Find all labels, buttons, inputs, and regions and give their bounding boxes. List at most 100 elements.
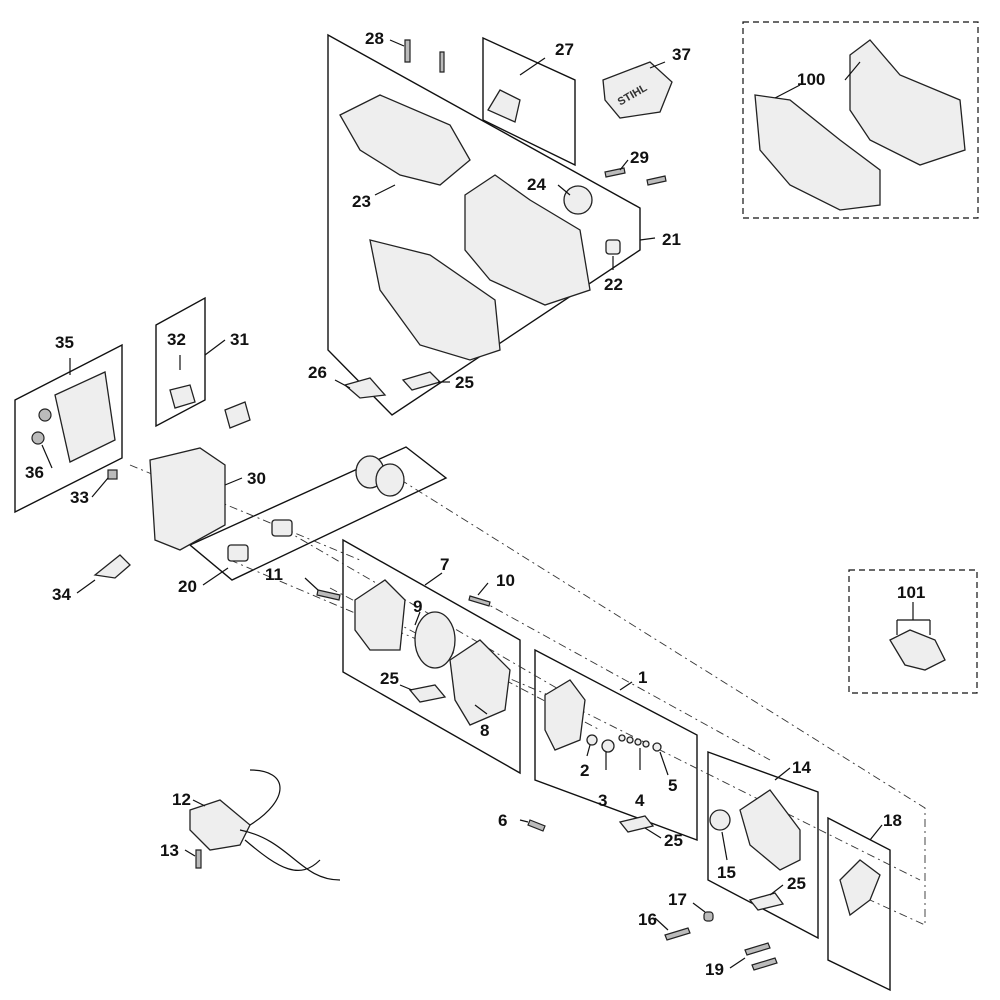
part-ring-5	[652, 742, 662, 752]
callout-37: 37	[672, 45, 691, 64]
leader-lines	[41, 39, 931, 969]
assembly-panels	[14, 21, 979, 992]
part-housing-shell-23	[339, 94, 471, 186]
part-nut-33	[107, 469, 118, 480]
part-screw-28b	[439, 51, 445, 73]
panel-clamp-18	[827, 816, 891, 992]
part-foam-25b	[408, 684, 447, 703]
part-damper-20a	[227, 544, 249, 562]
callout-25: 25	[380, 669, 399, 688]
callout-30: 30	[247, 469, 266, 488]
part-gearhead-14	[739, 789, 801, 871]
callout-25: 25	[664, 831, 683, 850]
part-contact-34	[93, 554, 131, 579]
callout-10: 10	[496, 571, 515, 590]
callout-31: 31	[230, 330, 249, 349]
part-housing-shell-left	[369, 239, 501, 361]
callout-19: 19	[705, 960, 724, 979]
part-screw-16	[664, 927, 691, 941]
part-screw-29b	[646, 175, 667, 186]
callout-6: 6	[498, 811, 507, 830]
part-rubber-22	[605, 239, 621, 255]
callout-29: 29	[630, 148, 649, 167]
panel-dampers-20	[188, 446, 448, 581]
part-foam-25d	[748, 892, 785, 911]
callout-33: 33	[70, 488, 89, 507]
part-washer-17	[703, 911, 714, 922]
part-screw-29a	[604, 167, 626, 178]
part-clip-31b	[224, 401, 251, 429]
part-foam-25c	[618, 815, 655, 833]
part-wiring-harness	[239, 769, 341, 881]
panel-gearhead-14	[707, 751, 819, 940]
callout-14: 14	[792, 758, 811, 777]
part-battery-housing-30	[149, 447, 226, 551]
callout-24: 24	[527, 175, 546, 194]
part-damper-20b	[271, 519, 293, 537]
callout-7: 7	[440, 555, 449, 574]
callout-25: 25	[455, 373, 474, 392]
callout-32: 32	[167, 330, 186, 349]
part-seal-ring-b	[375, 463, 405, 497]
part-grille-35	[54, 371, 116, 463]
callout-17: 17	[668, 890, 687, 909]
part-screw-28a	[404, 39, 411, 63]
panel-motor-1	[534, 648, 698, 842]
part-ring-3	[601, 739, 615, 753]
part-fan-housing-7	[354, 579, 406, 651]
callout-2: 2	[580, 761, 589, 780]
callout-1: 1	[638, 668, 647, 687]
part-screw-13	[195, 849, 202, 869]
panel-housing-21	[327, 33, 641, 416]
part-screw-6	[527, 819, 546, 832]
part-circlip-15	[709, 809, 731, 831]
callout-15: 15	[717, 863, 736, 882]
part-clamp-18	[839, 859, 881, 917]
callout-11: 11	[265, 565, 283, 584]
callout-5: 5	[668, 776, 677, 795]
part-gasket-24	[563, 185, 593, 215]
callout-101: 101	[897, 583, 925, 602]
callout-35: 35	[55, 333, 74, 352]
part-clamp-101	[889, 629, 946, 671]
callout-8: 8	[480, 721, 489, 740]
part-cover-27	[487, 89, 521, 123]
parts: STIHL	[31, 39, 966, 971]
part-screw-11	[316, 589, 341, 601]
callout-4: 4	[635, 791, 645, 810]
part-fan-9	[414, 611, 456, 669]
part-screw-10	[468, 595, 491, 607]
part-housing-shell-right	[464, 174, 591, 306]
part-fan-cover-8	[449, 639, 511, 726]
panel-housing-100	[742, 21, 979, 219]
callout-27: 27	[555, 40, 574, 59]
part-electronics-12	[189, 799, 251, 851]
callout-21: 21	[662, 230, 681, 249]
part-screw-19b	[751, 957, 778, 971]
callout-25: 25	[787, 874, 806, 893]
part-bracket-26	[343, 377, 387, 399]
part-balls-4	[618, 734, 650, 748]
callout-26: 26	[308, 363, 327, 382]
part-screw-36a	[38, 408, 52, 422]
callout-12: 12	[172, 790, 191, 809]
callout-13: 13	[160, 841, 179, 860]
part-housing-100-left	[754, 94, 881, 211]
part-motor-1	[544, 679, 586, 751]
part-housing-100-right	[849, 39, 966, 166]
panel-fan-7	[342, 538, 521, 775]
callout-9: 9	[413, 597, 422, 616]
panel-clamp-101	[848, 569, 978, 694]
part-cover-37	[602, 61, 673, 119]
callout-3: 3	[598, 791, 607, 810]
panel-clip-31	[155, 296, 206, 428]
callout-36: 36	[25, 463, 44, 482]
callout-18: 18	[883, 811, 902, 830]
part-clip-31	[169, 384, 196, 409]
callout-20: 20	[178, 577, 197, 596]
callout-28: 28	[365, 29, 384, 48]
callout-34: 34	[52, 585, 71, 604]
assembly-axis-lines	[129, 464, 926, 926]
